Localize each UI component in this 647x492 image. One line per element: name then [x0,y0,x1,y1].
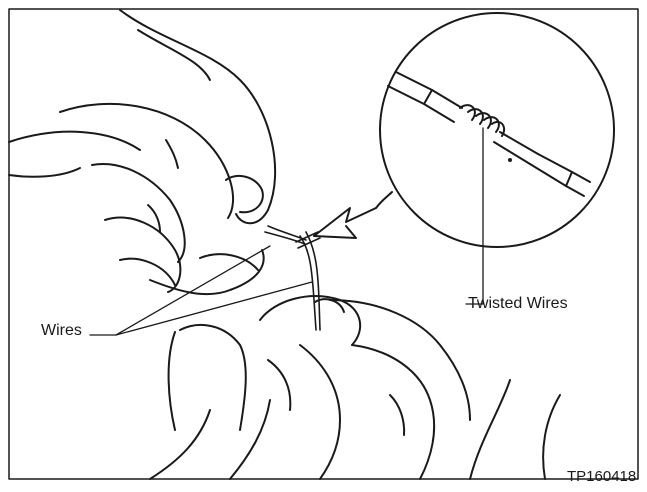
wires [265,226,320,330]
figure-code-label: TP160418 [567,468,636,485]
twisted-wires-label: Twisted Wires [468,295,568,313]
upper-left-hand [9,10,275,294]
wires-label: Wires [41,322,82,340]
figure-frame [9,9,638,479]
leader-lines [90,128,483,335]
callout-arrow [314,192,392,238]
magnified-detail-circle [380,13,614,247]
lower-right-hand [150,296,560,479]
